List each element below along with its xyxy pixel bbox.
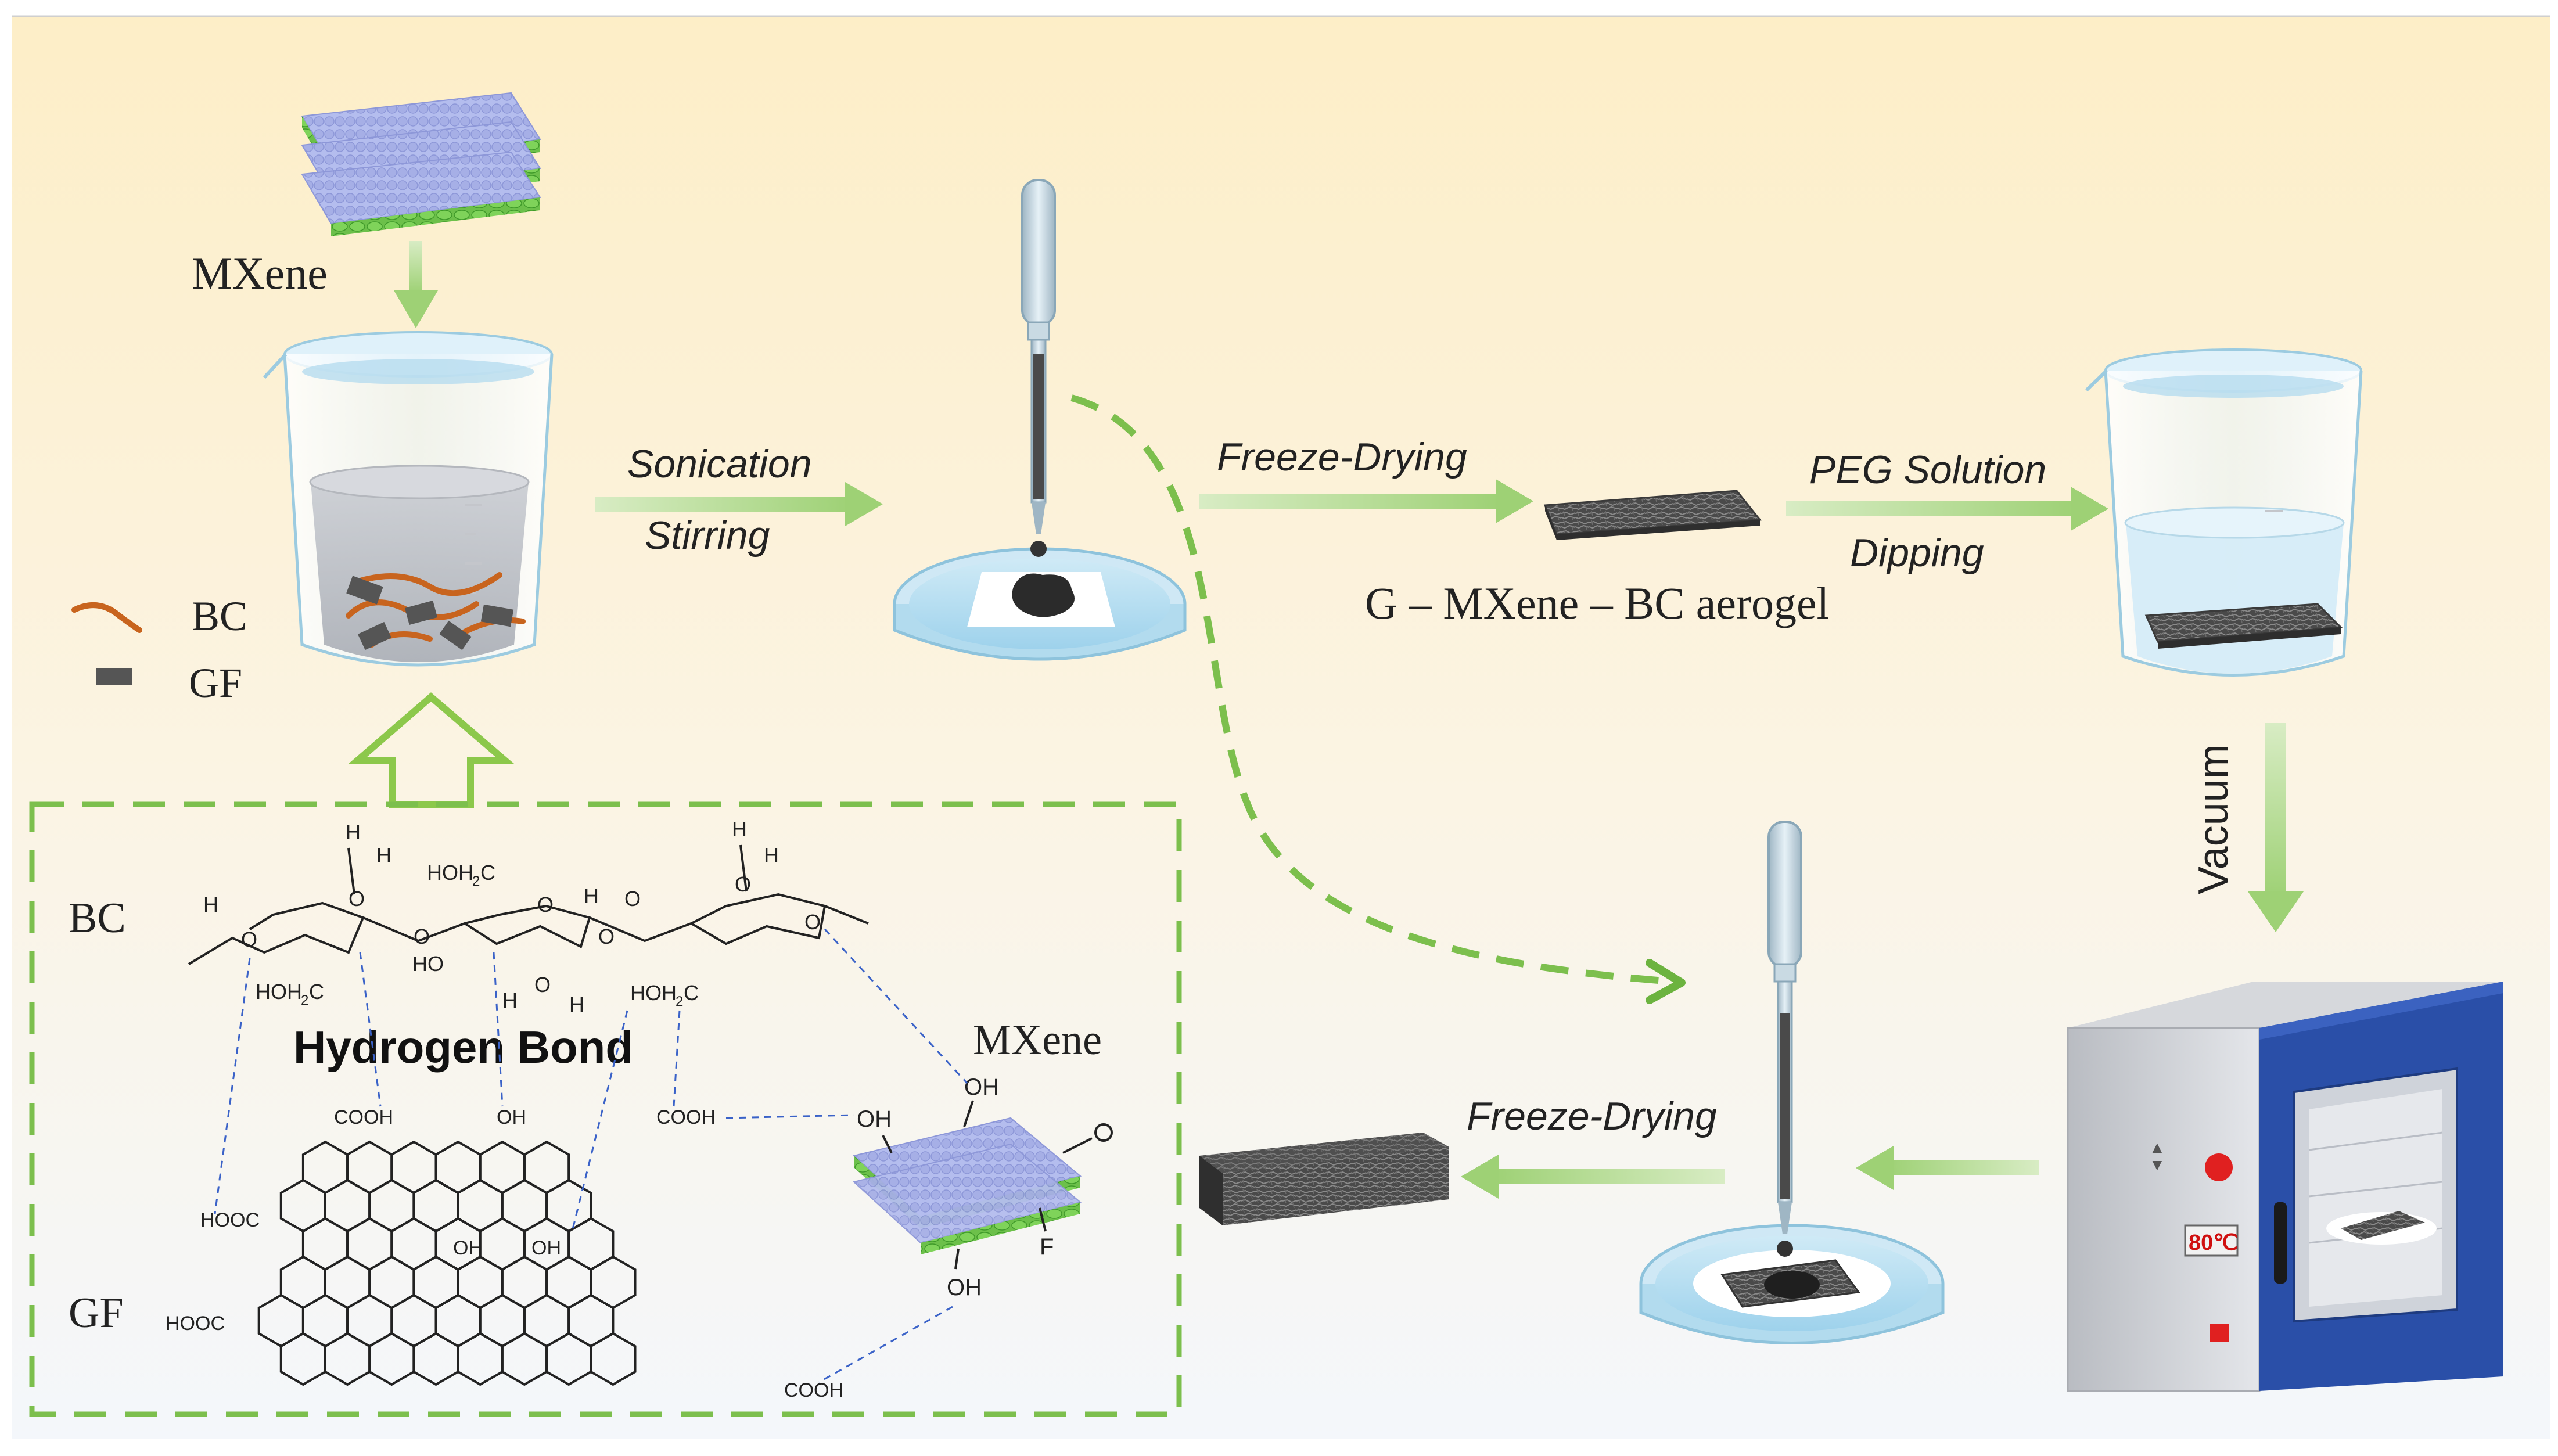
svg-text:H: H	[584, 884, 599, 908]
svg-text:HOH: HOH	[630, 981, 677, 1005]
graphene-groups: COOH OH COOH HOOC HOOC OH OH COOH	[166, 1106, 843, 1401]
vacuum-oven: 80℃ ▲ ▼	[2067, 982, 2503, 1392]
hollow-up-arrow	[347, 692, 515, 808]
svg-text:2: 2	[301, 993, 308, 1008]
arrow-mxene-down	[394, 241, 438, 328]
svg-text:HO: HO	[412, 952, 444, 976]
svg-text:H: H	[203, 893, 218, 916]
chain-groups: H O H H O HOH 2 C O HOH 2 C O HO H O H O…	[203, 817, 821, 1016]
structure-mxene-label: MXene	[973, 1016, 1102, 1064]
svg-text:O: O	[241, 927, 257, 951]
svg-text:HOOC: HOOC	[166, 1313, 225, 1335]
svg-text:C: C	[480, 861, 495, 885]
final-composite-block	[1199, 1133, 1449, 1225]
svg-text:O: O	[534, 973, 551, 997]
petri-dish-casting	[893, 179, 1187, 661]
bc-legend-label: BC	[192, 593, 247, 639]
svg-text:HOH: HOH	[256, 980, 302, 1004]
gf-legend-swatch	[96, 668, 132, 685]
structure-gf-label: GF	[69, 1289, 124, 1337]
arrow-sonication	[595, 482, 883, 526]
legend: BC GF	[71, 593, 247, 706]
mxene-top-label: MXene	[192, 248, 328, 299]
arrow-freeze-drying-top	[1199, 479, 1533, 523]
mxene-stack-top	[301, 92, 541, 236]
freeze-drying-bottom-label: Freeze-Drying	[1467, 1094, 1717, 1138]
svg-text:COOH: COOH	[334, 1106, 393, 1128]
dashed-flow-arrow	[1070, 394, 1673, 985]
svg-text:COOH: COOH	[656, 1106, 716, 1128]
bc-legend-swatch	[71, 602, 142, 633]
svg-text:OH: OH	[453, 1237, 483, 1259]
graphene-lattice	[257, 1140, 637, 1386]
svg-text:C: C	[309, 980, 324, 1004]
svg-text:H: H	[376, 843, 391, 867]
stirring-label: Stirring	[645, 513, 770, 558]
beaker-mixture	[263, 331, 554, 667]
svg-text:H: H	[764, 843, 779, 867]
arrow-vacuum	[2248, 723, 2304, 932]
hydrogen-bond-label: Hydrogen Bond	[293, 1022, 633, 1073]
svg-text:OH: OH	[947, 1275, 982, 1300]
mxene-flake-structure	[852, 1100, 1113, 1270]
cellulose-chain	[188, 844, 869, 965]
svg-text:COOH: COOH	[784, 1379, 843, 1401]
beaker-peg	[2085, 348, 2363, 677]
svg-text:H: H	[732, 817, 747, 841]
aerogel-sheet	[1543, 490, 1762, 540]
sonication-label: Sonication	[627, 442, 812, 486]
petri-dish-impregnation	[1639, 821, 1945, 1344]
gf-legend-label: GF	[189, 660, 242, 706]
vacuum-label: Vacuum	[2190, 744, 2237, 894]
arrow-peg-dipping	[1786, 487, 2108, 531]
svg-text:2: 2	[472, 873, 480, 889]
oven-temp-readout: 80℃	[2189, 1231, 2238, 1255]
structure-bc-label: BC	[69, 894, 126, 942]
svg-text:H: H	[346, 820, 361, 844]
svg-text:O: O	[537, 893, 554, 916]
arrow-oven-left	[1856, 1146, 2039, 1190]
svg-text:O: O	[735, 872, 751, 896]
freeze-drying-top-label: Freeze-Drying	[1217, 435, 1467, 479]
svg-text:OH: OH	[964, 1074, 999, 1100]
svg-text:HOH: HOH	[427, 861, 473, 885]
svg-text:F: F	[1040, 1234, 1054, 1260]
graphene-ring	[590, 1332, 637, 1386]
dashed-arrow-head	[1646, 959, 1686, 1004]
svg-text:OH: OH	[857, 1106, 892, 1132]
structure-box	[29, 801, 1182, 1417]
svg-text:O: O	[349, 887, 365, 911]
dipping-label: Dipping	[1850, 531, 1984, 575]
svg-text:OH: OH	[497, 1106, 526, 1128]
aerogel-label: G – MXene – BC aerogel	[1365, 578, 1829, 628]
svg-text:OH: OH	[531, 1237, 561, 1259]
svg-text:C: C	[684, 981, 699, 1005]
svg-text:O: O	[414, 925, 430, 948]
oven-indicator-arrows: ▲	[2149, 1138, 2165, 1156]
oven-indicator-arrows-2: ▼	[2149, 1156, 2165, 1174]
svg-text:HOOC: HOOC	[200, 1209, 260, 1231]
arrow-freeze-drying-bottom	[1461, 1155, 1725, 1199]
svg-text:O: O	[624, 887, 641, 911]
svg-text:H: H	[569, 993, 584, 1016]
hydrogen-bond-lines	[214, 928, 968, 1383]
peg-solution-label: PEG Solution	[1809, 448, 2046, 492]
svg-text:H: H	[502, 988, 518, 1012]
svg-text:O: O	[598, 925, 615, 948]
mxene-terminations: OH OH F OH	[857, 1074, 1054, 1300]
svg-text:O: O	[804, 910, 821, 934]
svg-text:2: 2	[676, 994, 683, 1009]
